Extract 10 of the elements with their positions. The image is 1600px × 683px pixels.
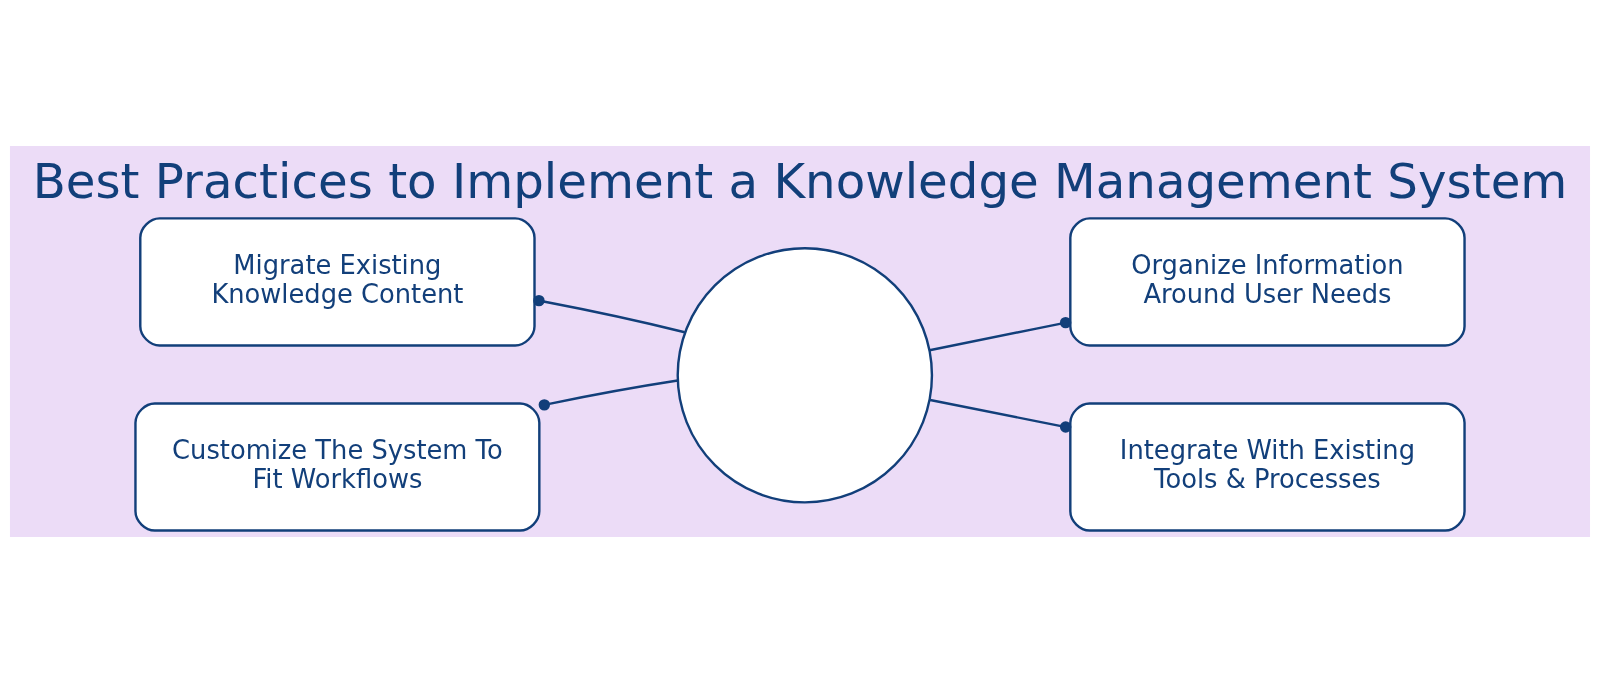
node-circle [676, 246, 934, 504]
diagram-title: Best Practices to Implement a Knowledge Management System [32, 152, 1568, 209]
node-box: Migrate Existing Knowledge Content [139, 217, 536, 347]
connector [929, 398, 1072, 433]
node-box: Integrate With Existing Tools & Processes [1069, 402, 1466, 532]
connector [533, 294, 685, 334]
node-box: Organize Information Around User Needs [1069, 217, 1466, 347]
connector [538, 379, 678, 411]
node-box: Customize The System To Fit Workflows [134, 402, 541, 532]
connector [929, 316, 1072, 352]
